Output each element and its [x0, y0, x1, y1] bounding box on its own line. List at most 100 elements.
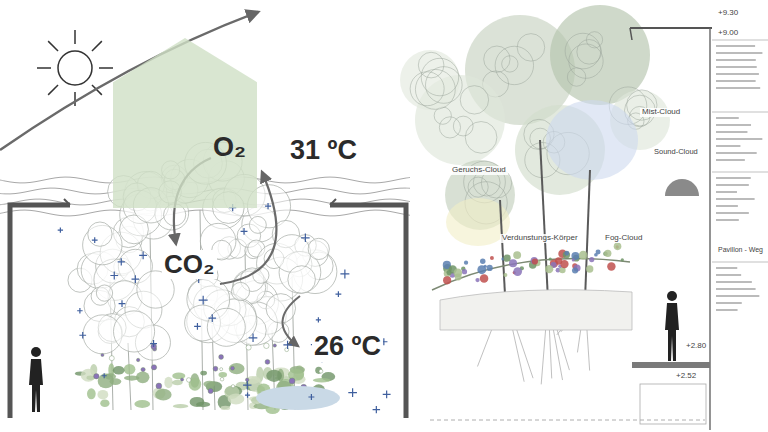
spec-column: [716, 124, 751, 126]
tree-canopy: [400, 5, 670, 230]
planting: [572, 267, 578, 273]
cycle-arrow: [282, 296, 300, 346]
spec-column: [716, 302, 742, 304]
spec-column: [712, 172, 768, 173]
planting: [443, 276, 451, 284]
annotation-label: +2.80: [684, 342, 708, 351]
spec-column: [716, 80, 756, 82]
planting: [487, 265, 493, 271]
planting: [455, 274, 462, 281]
planting: [124, 364, 136, 375]
sun-symbol: [37, 30, 113, 106]
moisture-mark: [194, 323, 201, 330]
spec-column: [716, 205, 738, 207]
spec-column: [716, 152, 757, 154]
tree-canopy: [565, 33, 601, 69]
planting: [265, 359, 270, 364]
moisture-mark: [92, 237, 98, 243]
roof-slab: [630, 27, 712, 29]
planting: [203, 381, 215, 388]
annotation-label: +9.00: [716, 29, 740, 38]
spec-column: [716, 117, 739, 119]
moisture-mark: [77, 308, 82, 313]
planting: [136, 372, 149, 384]
moisture-mark: [373, 406, 380, 413]
planting: [289, 378, 295, 384]
spec-column: [716, 59, 756, 61]
annotation-label: Fog-Cloud: [603, 234, 644, 243]
moisture-mark: [110, 272, 118, 280]
moisture-mark: [241, 228, 248, 235]
spec-column: [716, 66, 757, 68]
planting: [186, 378, 191, 383]
sun-symbol: [48, 41, 58, 51]
tree-sketch: [96, 285, 112, 301]
planting: [101, 353, 104, 356]
roof-slab: [630, 28, 632, 40]
planting: [228, 393, 245, 404]
sun-symbol: [37, 67, 51, 69]
moisture-mark: [301, 234, 310, 243]
moisture-mark: [245, 393, 250, 398]
tree-sketch: [113, 311, 154, 352]
moisture-mark: [58, 227, 63, 232]
planting: [549, 258, 552, 261]
water-pond: [256, 386, 340, 410]
tree-canopy: [468, 177, 488, 197]
planting: [596, 249, 601, 254]
greenhouse-shape: [113, 38, 257, 208]
spec-column: [716, 219, 739, 221]
planting: [273, 344, 276, 347]
moisture-mark: [119, 300, 126, 307]
person-figure: [31, 347, 41, 357]
spec-column: [716, 191, 737, 193]
planting: [560, 260, 568, 268]
tree-canopy: [421, 58, 459, 96]
climate-label: CO₂: [162, 250, 217, 279]
tree-canopy: [434, 107, 451, 124]
moisture-mark: [283, 341, 291, 349]
tree-canopy: [502, 56, 518, 72]
planting: [444, 270, 451, 277]
tree-sketch: [207, 308, 245, 346]
planting: [477, 265, 486, 274]
planting: [464, 261, 468, 265]
gas-label: O₂: [211, 133, 248, 163]
moisture-mark: [340, 269, 349, 278]
spec-column: [716, 138, 762, 140]
wall-section: [64, 199, 70, 205]
planting: [113, 366, 125, 375]
planting: [219, 355, 224, 360]
planting: [572, 258, 575, 261]
planting: [213, 366, 218, 371]
annotation-label: Geruchs-Cloud: [450, 166, 508, 175]
planter-body: [440, 290, 632, 330]
spec-column: [712, 262, 768, 263]
planting: [155, 389, 171, 401]
sun-symbol: [48, 85, 58, 95]
person-figure: [29, 359, 43, 412]
moisture-mark: [150, 340, 157, 347]
spec-column: [716, 52, 762, 54]
planting: [604, 250, 611, 257]
planting: [87, 388, 96, 399]
planting: [313, 378, 331, 382]
planting: [607, 262, 615, 270]
planting: [173, 404, 189, 408]
sun-symbol: [99, 67, 113, 69]
moisture-mark: [79, 332, 86, 339]
tree-canopy: [586, 32, 602, 48]
spec-column: [716, 73, 759, 75]
planting: [231, 385, 234, 388]
spec-column: [716, 159, 745, 161]
planting: [579, 251, 588, 260]
person-figure: [665, 303, 679, 361]
spec-column: [716, 288, 756, 290]
planting: [586, 265, 593, 272]
tree-sketch: [253, 267, 269, 283]
planting: [246, 345, 251, 350]
tree-canopy: [425, 67, 462, 104]
person-figure: [665, 291, 679, 361]
planting: [480, 259, 485, 264]
